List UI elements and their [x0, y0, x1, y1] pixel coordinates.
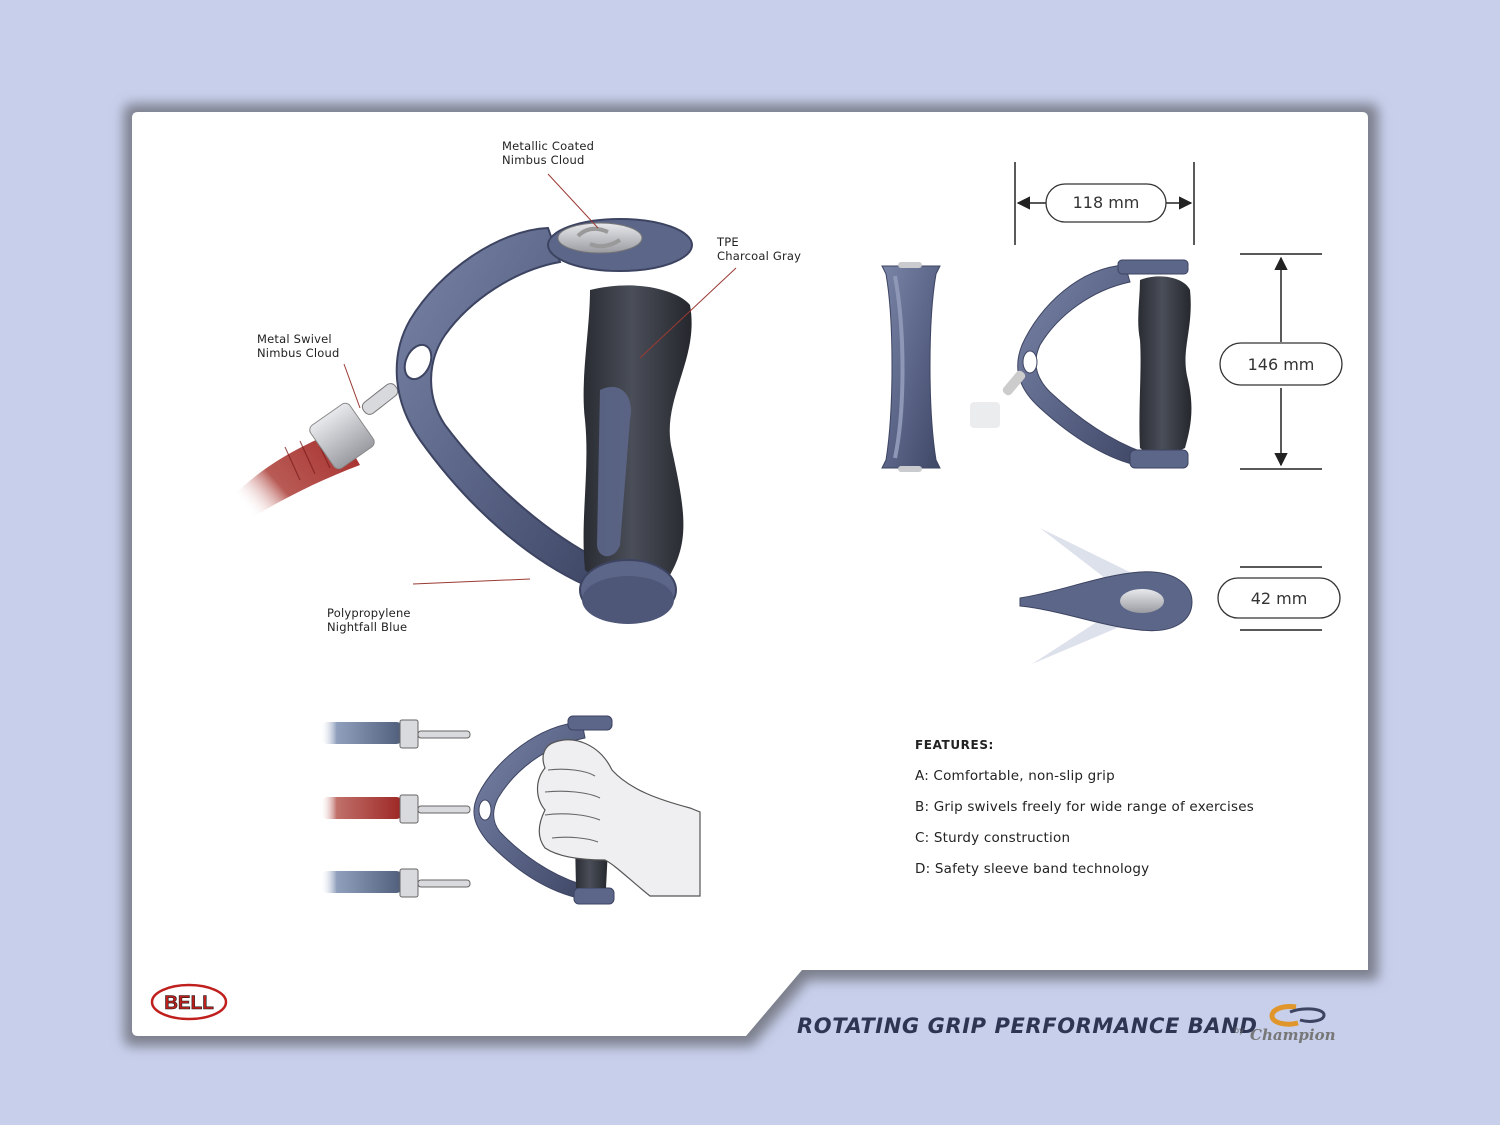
callout-metallic-line1: Metallic Coated: [502, 139, 595, 153]
callout-swivel-line2: Nimbus Cloud: [257, 346, 340, 360]
callout-metal-swivel: Metal Swivel Nimbus Cloud: [257, 332, 340, 360]
callout-swivel-line1: Metal Swivel: [257, 332, 332, 346]
callout-poly-line2: Nightfall Blue: [327, 620, 408, 634]
by-label: by: [1234, 1026, 1244, 1035]
callout-metallic-coated: Metallic Coated Nimbus Cloud: [502, 139, 594, 167]
feature-item-d: D: Safety sleeve band technology: [915, 861, 1150, 877]
bell-logo-text: BELL: [164, 993, 214, 1014]
callout-leader-lines: [343, 173, 737, 585]
product-title: ROTATING GRIP PERFORMANCE BAND: [797, 1014, 1258, 1038]
dimension-height-label: 146 mm: [1247, 355, 1315, 374]
handle-top-view: [1019, 528, 1193, 664]
callout-polypropylene: Polypropylene Nightfall Blue: [327, 606, 411, 634]
dimension-lines: [1014, 162, 1322, 631]
dimension-depth-label: 42 mm: [1250, 589, 1308, 608]
handle-main-illustration: [225, 218, 693, 624]
callout-tpe: TPE Charcoal Gray: [717, 235, 801, 263]
feature-item-b: B: Grip swivels freely for wide range of…: [915, 799, 1254, 815]
features-heading: FEATURES:: [915, 738, 994, 752]
callout-tpe-line2: Charcoal Gray: [717, 249, 802, 263]
dimension-pills: [1045, 183, 1343, 619]
handle-front-view: [970, 259, 1192, 469]
hand-grip-illustration: [320, 715, 701, 905]
feature-item-a: A: Comfortable, non-slip grip: [915, 768, 1115, 784]
champion-wordmark: Champion: [1250, 1026, 1336, 1044]
champion-c-logo-icon: [1269, 1004, 1326, 1027]
callout-tpe-line1: TPE: [717, 235, 739, 249]
handle-side-view: [881, 262, 941, 472]
features-list: FEATURES: A: Comfortable, non-slip grip …: [915, 738, 1335, 892]
callout-metallic-line2: Nimbus Cloud: [502, 153, 585, 167]
dimension-width-label: 118 mm: [1072, 193, 1140, 212]
bell-logo: BELL: [150, 983, 228, 1021]
callout-poly-line1: Polypropylene: [327, 606, 411, 620]
feature-item-c: C: Sturdy construction: [915, 830, 1071, 846]
